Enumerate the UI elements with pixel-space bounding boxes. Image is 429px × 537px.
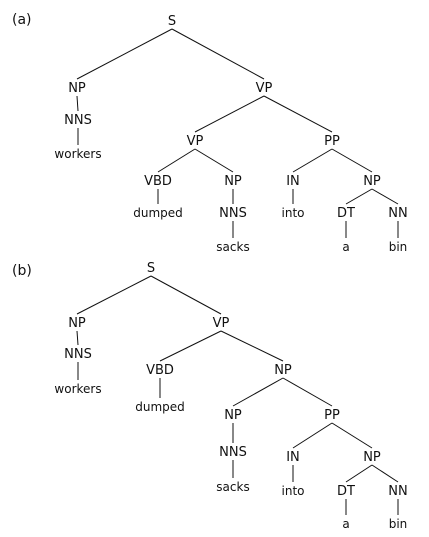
tree-a-node-pp: PP [324,134,340,149]
tree-b-node-vp: VP [213,316,230,331]
tree-a-node-nn: NN [388,206,407,221]
tree-b-node-np: NP [224,408,242,423]
tree-a-word-into: into [282,206,305,220]
tree-b-node-np: NP [68,316,86,331]
tree-a-word-workers: workers [54,147,101,161]
tree-b-node-np: NP [363,450,381,465]
tree-a-word-sacks: sacks [216,240,249,254]
tree-b-node-nn: NN [388,484,407,499]
tree-a-panel-label: (a) [12,12,32,28]
tree-a-edge [171,28,265,80]
tree-b-node-pp: PP [324,408,340,423]
tree-a-edge [263,95,333,133]
tree-a-node-np: NP [68,81,86,96]
tree-nodes: SNPNNSworkersVPVPVBDdumpedNPNNSsacksPPIN… [54,14,407,531]
tree-a-edge [157,148,196,173]
tree-a-node-vp: VP [187,134,204,149]
tree-a-node-np: NP [224,174,242,189]
tree-b-edge [345,464,373,483]
tree-a-node-np: NP [363,174,381,189]
tree-b-node-vbd: VBD [146,363,174,378]
tree-a-node-vp: VP [256,81,273,96]
tree-a-edge [371,188,399,205]
tree-b-word-sacks: sacks [216,480,249,494]
tree-a-node-s: S [168,14,176,29]
tree-a-word-dumped: dumped [133,206,183,220]
tree-b-node-in: IN [286,450,300,465]
tree-b-word-bin: bin [389,517,408,531]
tree-b-word-a: a [342,517,349,531]
tree-a-node-dt: DT [337,206,355,221]
tree-a-edge [194,95,265,133]
tree-b-word-workers: workers [54,382,101,396]
tree-b-node-np: NP [274,363,292,378]
tree-a-node-nns: NNS [219,206,247,221]
tree-b-node-dt: DT [337,484,355,499]
tree-a-edge [331,148,373,173]
tree-b-edge [159,330,222,362]
tree-b-edge [76,275,152,315]
tree-b-edge [292,422,333,449]
tree-b-node-nns: NNS [219,445,247,460]
tree-b-edge [331,422,373,449]
tree-b-edge [371,464,399,483]
tree-a-word-a: a [342,240,349,254]
tree-a-edge [345,188,373,205]
tree-a-node-nns: NNS [64,113,92,128]
tree-b-edge [150,275,222,315]
tree-b-word-into: into [282,484,305,498]
tree-b-edge [232,377,284,407]
tree-a-node-in: IN [286,174,300,189]
tree-b-word-dumped: dumped [135,400,185,414]
tree-a-word-bin: bin [389,240,408,254]
tree-b-edge [76,330,79,346]
tree-b-node-nns: NNS [64,347,92,362]
tree-labels: (a) (b) [12,12,32,279]
tree-a-edge [292,148,333,173]
tree-a-edge [194,148,234,173]
tree-edges [76,28,399,515]
tree-a-node-vbd: VBD [144,174,172,189]
tree-b-edge [282,377,333,407]
tree-b-edge [220,330,284,362]
tree-b-panel-label: (b) [12,263,32,279]
tree-b-node-s: S [147,261,155,276]
tree-a-edge [76,28,173,80]
tree-a-edge [76,95,79,112]
